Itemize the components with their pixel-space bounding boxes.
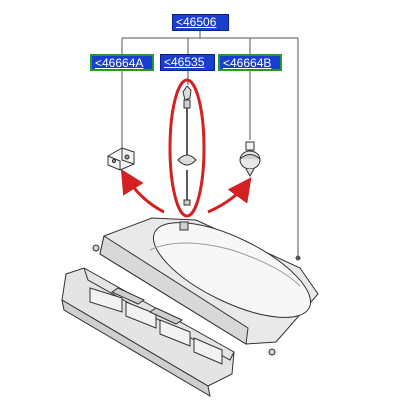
cable-part xyxy=(177,85,197,206)
callout-cable-link[interactable]: <46535 xyxy=(160,54,215,71)
parcel-shelf xyxy=(92,217,319,356)
arrow-to-clip xyxy=(207,177,252,214)
storage-tray xyxy=(61,267,235,397)
clip-part xyxy=(239,141,261,178)
callout-assembly-link[interactable]: <46506 xyxy=(172,14,229,31)
callout-bracket-link[interactable]: <46664A xyxy=(90,54,154,71)
bracket-part xyxy=(107,147,135,171)
leader-assembly-dot xyxy=(295,255,301,261)
callout-clip-link[interactable]: <46664B xyxy=(218,54,282,71)
cable-highlight-ellipse xyxy=(168,78,206,218)
leader-lines xyxy=(121,31,301,261)
arrow-to-bracket xyxy=(120,168,165,214)
